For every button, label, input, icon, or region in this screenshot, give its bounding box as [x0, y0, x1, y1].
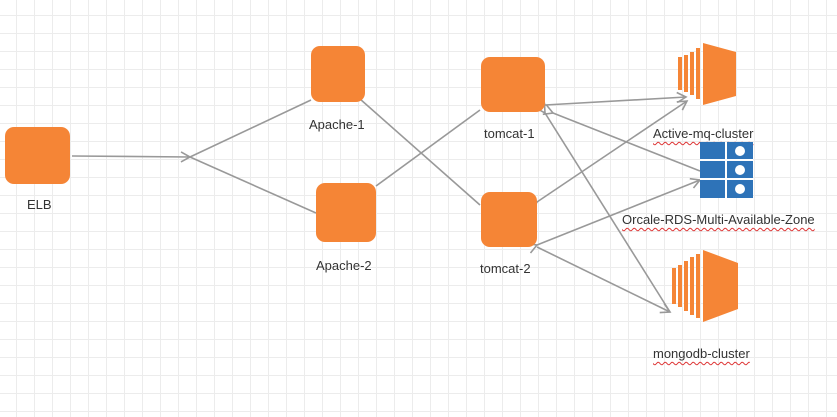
tomcat1-label: tomcat-1: [484, 126, 535, 141]
elb-node[interactable]: [5, 127, 70, 184]
apache2-label: Apache-2: [316, 258, 372, 273]
apache1-node[interactable]: [311, 46, 365, 102]
tomcat2-node[interactable]: [481, 192, 537, 247]
tomcat1-node[interactable]: [481, 57, 545, 112]
edge-tomcat1-activemq: [535, 91, 688, 112]
edge-apache1-tomcat2: [359, 98, 481, 206]
edge-apache2-tomcat1: [375, 109, 481, 187]
apache1-label: Apache-1: [309, 117, 365, 132]
rds-label: Orcale-RDS-Multi-Available-Zone: [622, 212, 815, 227]
server-cluster-icon[interactable]: [670, 249, 740, 323]
edge-tomcat2-rds: [526, 177, 702, 254]
edge-elb-junction: [71, 151, 192, 163]
server-cluster-icon[interactable]: [676, 42, 738, 106]
activemq-label: Active-mq-cluster: [653, 126, 754, 141]
apache2-node[interactable]: [316, 183, 376, 242]
edge-junction-apache1: [189, 99, 312, 158]
elb-label: ELB: [27, 197, 52, 212]
database-grid-icon[interactable]: [700, 142, 753, 198]
tomcat2-label: tomcat-2: [480, 261, 531, 276]
edge-junction-apache2: [189, 156, 317, 214]
edge-tomcat2-mongodb: [536, 246, 672, 314]
mongodb-label: mongodb-cluster: [653, 346, 750, 361]
